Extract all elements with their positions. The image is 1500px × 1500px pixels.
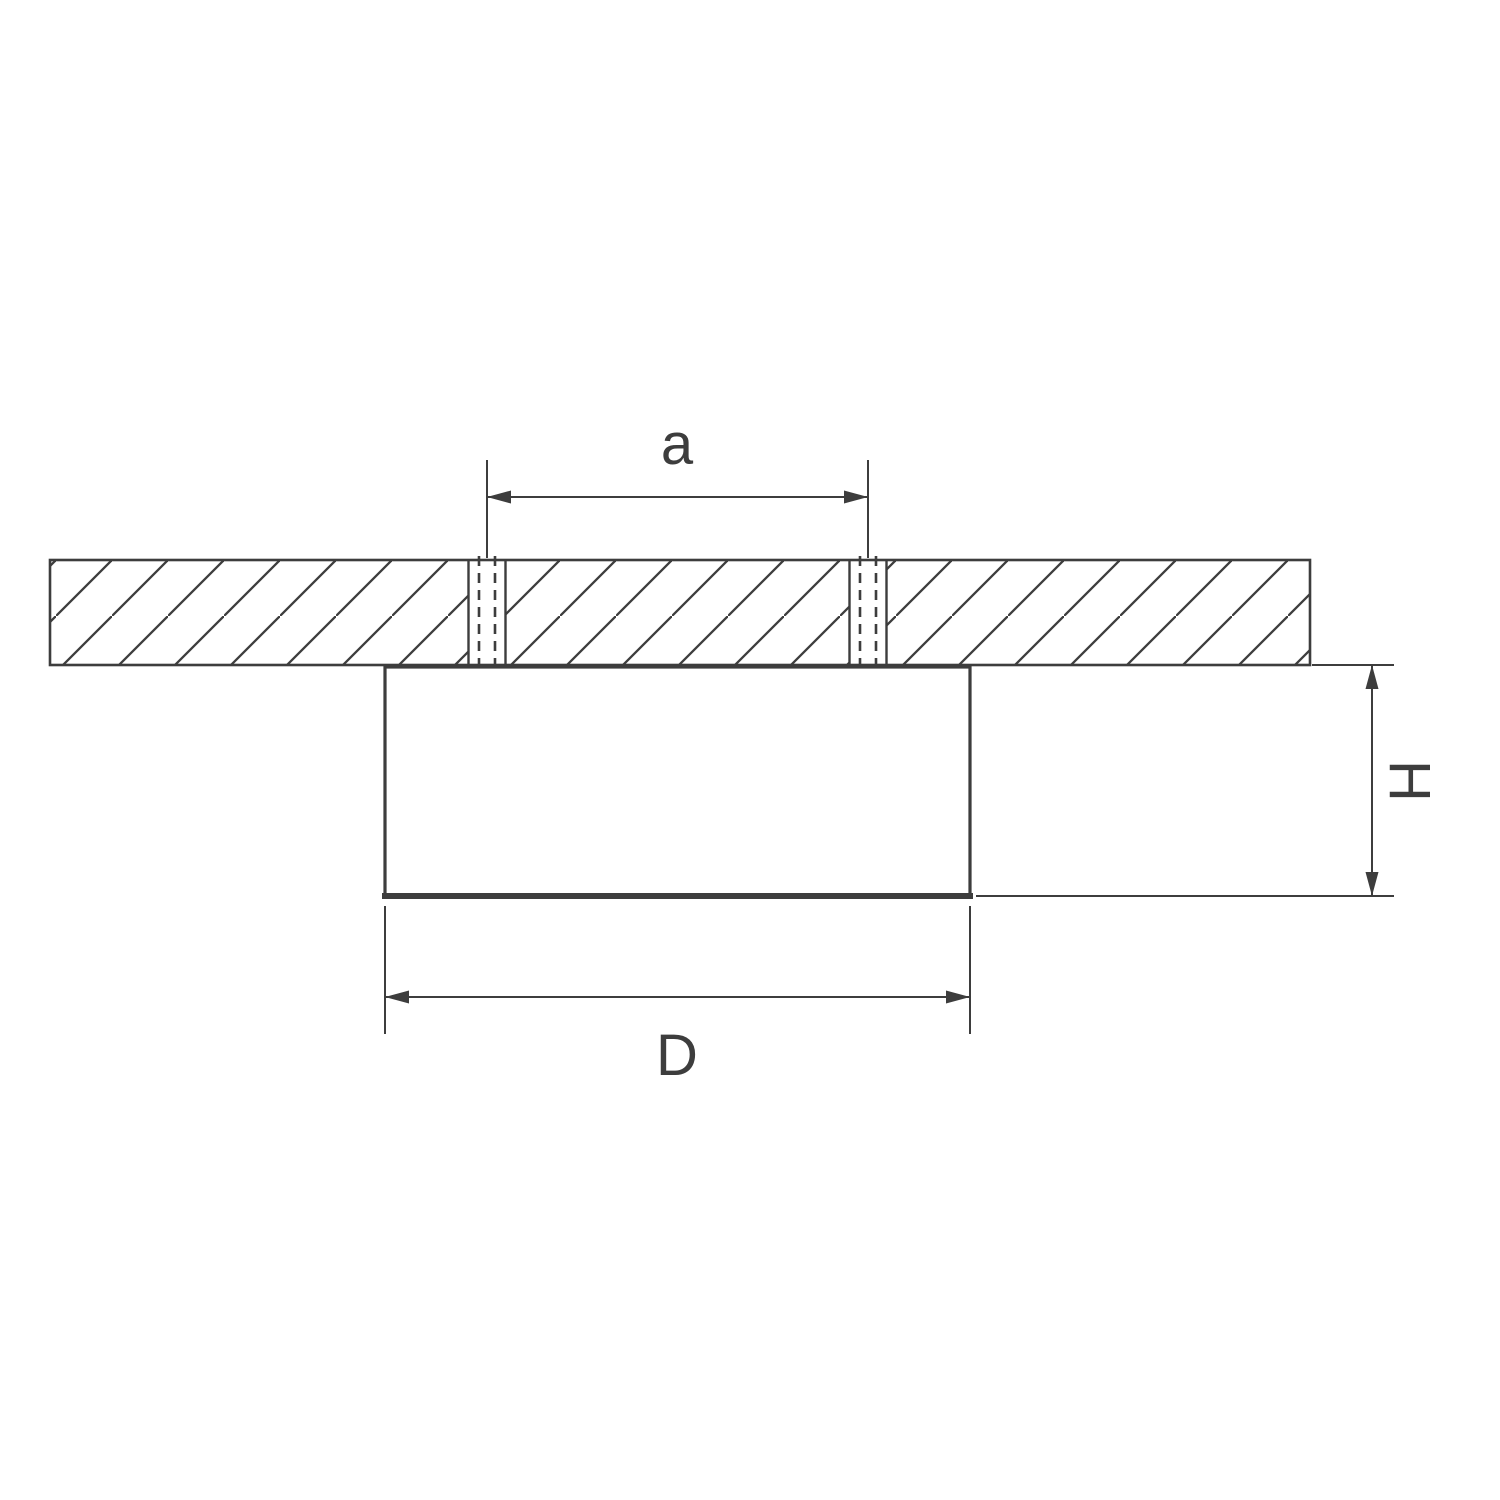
ceiling-section	[48, 556, 1312, 671]
ceiling-hatch-fill	[50, 560, 1310, 665]
ceiling-outline	[48, 558, 1312, 667]
dimension-d: D	[384, 906, 971, 1088]
dimension-h-arrow-top	[1365, 665, 1379, 689]
mounting-hole-left-clear	[468, 557, 506, 668]
dimension-a-label: a	[661, 412, 694, 477]
dimension-d-label: D	[656, 1023, 698, 1088]
mounting-hole-right	[848, 556, 888, 671]
dimension-a-arrow-right	[844, 490, 868, 504]
dimension-h-label: H	[1377, 760, 1442, 802]
dimension-h: H	[976, 664, 1442, 897]
dimension-d-arrow-right	[946, 990, 970, 1004]
dimension-d-arrow-left	[385, 990, 409, 1004]
dimension-a: a	[486, 412, 869, 558]
dimension-a-arrow-left	[487, 490, 511, 504]
fixture-outline	[383, 665, 972, 898]
mounting-hole-right-clear	[849, 557, 887, 668]
mounting-hole-left	[467, 556, 507, 671]
dimension-h-arrow-bottom	[1365, 872, 1379, 896]
fixture-body	[382, 665, 973, 899]
